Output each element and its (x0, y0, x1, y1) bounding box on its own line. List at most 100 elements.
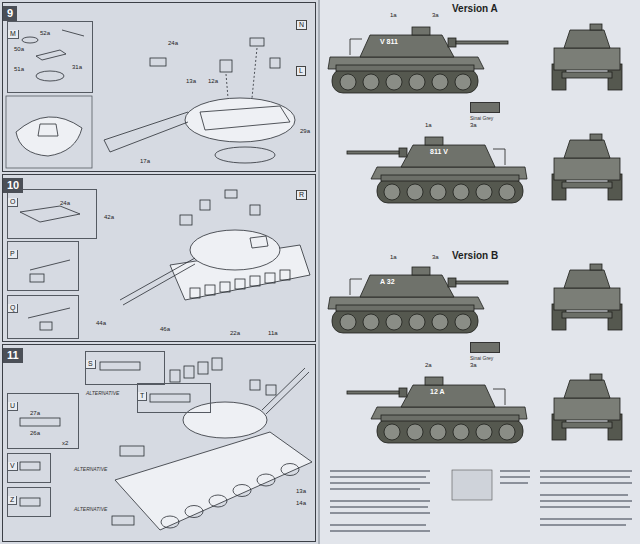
tank-rear-view (564, 140, 610, 158)
tank-side-view (401, 385, 495, 407)
callout-number: 17a (140, 158, 150, 165)
instruction-text-block (330, 506, 428, 508)
detail-letter: O (8, 198, 18, 207)
assembly-drawing (120, 446, 144, 456)
tank-side-view (328, 27, 508, 93)
instruction-text-block (540, 470, 632, 472)
version-heading: Version A (452, 3, 498, 15)
tank-rear-view (590, 374, 602, 380)
detail-letter: Z (8, 496, 17, 505)
detail-letter: U (8, 402, 18, 411)
alternative-note: ALTERNATIVE (74, 466, 107, 472)
tank-side-view (430, 424, 446, 440)
tank-side-view (350, 279, 351, 295)
tank-rear-view (562, 422, 612, 428)
instruction-text-block (540, 506, 630, 508)
assembly-drawing (212, 358, 222, 370)
tank-rear-view (554, 48, 620, 70)
tank-side-view (384, 424, 400, 440)
tank-side-view (432, 314, 448, 330)
assembly-drawing (120, 258, 195, 300)
detail-letter: T (138, 392, 147, 401)
tank-rear-view (554, 288, 620, 310)
assembly-drawing (225, 190, 237, 198)
tank-side-view (499, 424, 515, 440)
tank-side-view (332, 309, 478, 333)
tank-side-view (412, 267, 430, 275)
tank-side-view (425, 377, 443, 385)
assembly-drawing (280, 270, 290, 280)
callout-number: 24a (60, 200, 70, 207)
assembly-drawing (226, 74, 228, 98)
instruction-text-block (330, 488, 420, 490)
instruction-text-block (330, 530, 430, 532)
detail-letter: V (8, 462, 18, 471)
assembly-drawing (281, 464, 299, 476)
tank-rear-view (562, 182, 612, 188)
tank-side-view (381, 415, 519, 421)
instruction-text-block (330, 512, 430, 514)
callout-number: 3a (470, 122, 477, 129)
callout-number: 3a (432, 12, 439, 19)
tank-side-view (401, 145, 495, 167)
callout-number: 27a (30, 410, 40, 417)
assembly-drawing (112, 516, 134, 525)
tank-side-view (409, 74, 425, 90)
alternative-note: ALTERNATIVE (74, 506, 107, 512)
callout-number: 13a (186, 78, 196, 85)
assembly-drawing (20, 190, 310, 330)
assembly-drawing (200, 106, 290, 130)
tank-side-view (407, 184, 423, 200)
assembly-drawing (250, 236, 268, 248)
instruction-text-block (330, 470, 632, 532)
detail-box: T (137, 383, 211, 413)
tank-side-view (360, 275, 454, 297)
assembly-drawing (110, 122, 188, 152)
color-swatch (470, 102, 500, 113)
tank-side-view (347, 151, 399, 154)
tank-side-view (476, 184, 492, 200)
assembly-drawing (20, 498, 40, 506)
assembly-drawing (36, 71, 64, 81)
instruction-text-block (540, 482, 632, 484)
callout-number: x2 (62, 440, 68, 447)
assembly-drawing (22, 37, 38, 43)
assembly-drawing (205, 285, 215, 295)
tank-marking: V 811 (380, 38, 398, 46)
assembly-drawing (183, 402, 267, 438)
assembly-drawing (170, 370, 180, 382)
tank-side-view (347, 137, 527, 203)
instruction-text-block (452, 470, 492, 500)
assembly-drawing (28, 308, 70, 318)
tank-side-view (455, 74, 471, 90)
step-panel: 9M (2, 2, 316, 172)
tank-side-view (448, 278, 456, 287)
callout-number: 50a (14, 46, 24, 53)
tank-side-view (381, 175, 519, 181)
step-number: 11 (3, 348, 23, 363)
tank-side-view (386, 314, 402, 330)
assembly-drawing (270, 58, 280, 68)
tank-side-view (377, 179, 523, 203)
tank-profiles (328, 24, 622, 443)
tank-rear-view (552, 374, 622, 440)
tank-rear-view (554, 158, 620, 180)
tank-side-view (347, 377, 527, 443)
detail-box: Z (7, 487, 51, 517)
detail-box: V (7, 453, 51, 483)
tank-side-view (328, 267, 508, 333)
tank-rear-view (590, 134, 602, 140)
assembly-drawing (20, 206, 80, 222)
tank-side-view (384, 184, 400, 200)
assembly-drawing (100, 362, 140, 370)
assembly-drawing (265, 273, 275, 283)
detail-letter: S (86, 360, 96, 369)
assembly-drawing (220, 282, 230, 292)
tank-rear-view (554, 398, 620, 420)
instruction-text-block (540, 518, 632, 520)
tank-side-view (386, 74, 402, 90)
assembly-drawing (185, 98, 295, 142)
tank-side-view (425, 137, 443, 145)
